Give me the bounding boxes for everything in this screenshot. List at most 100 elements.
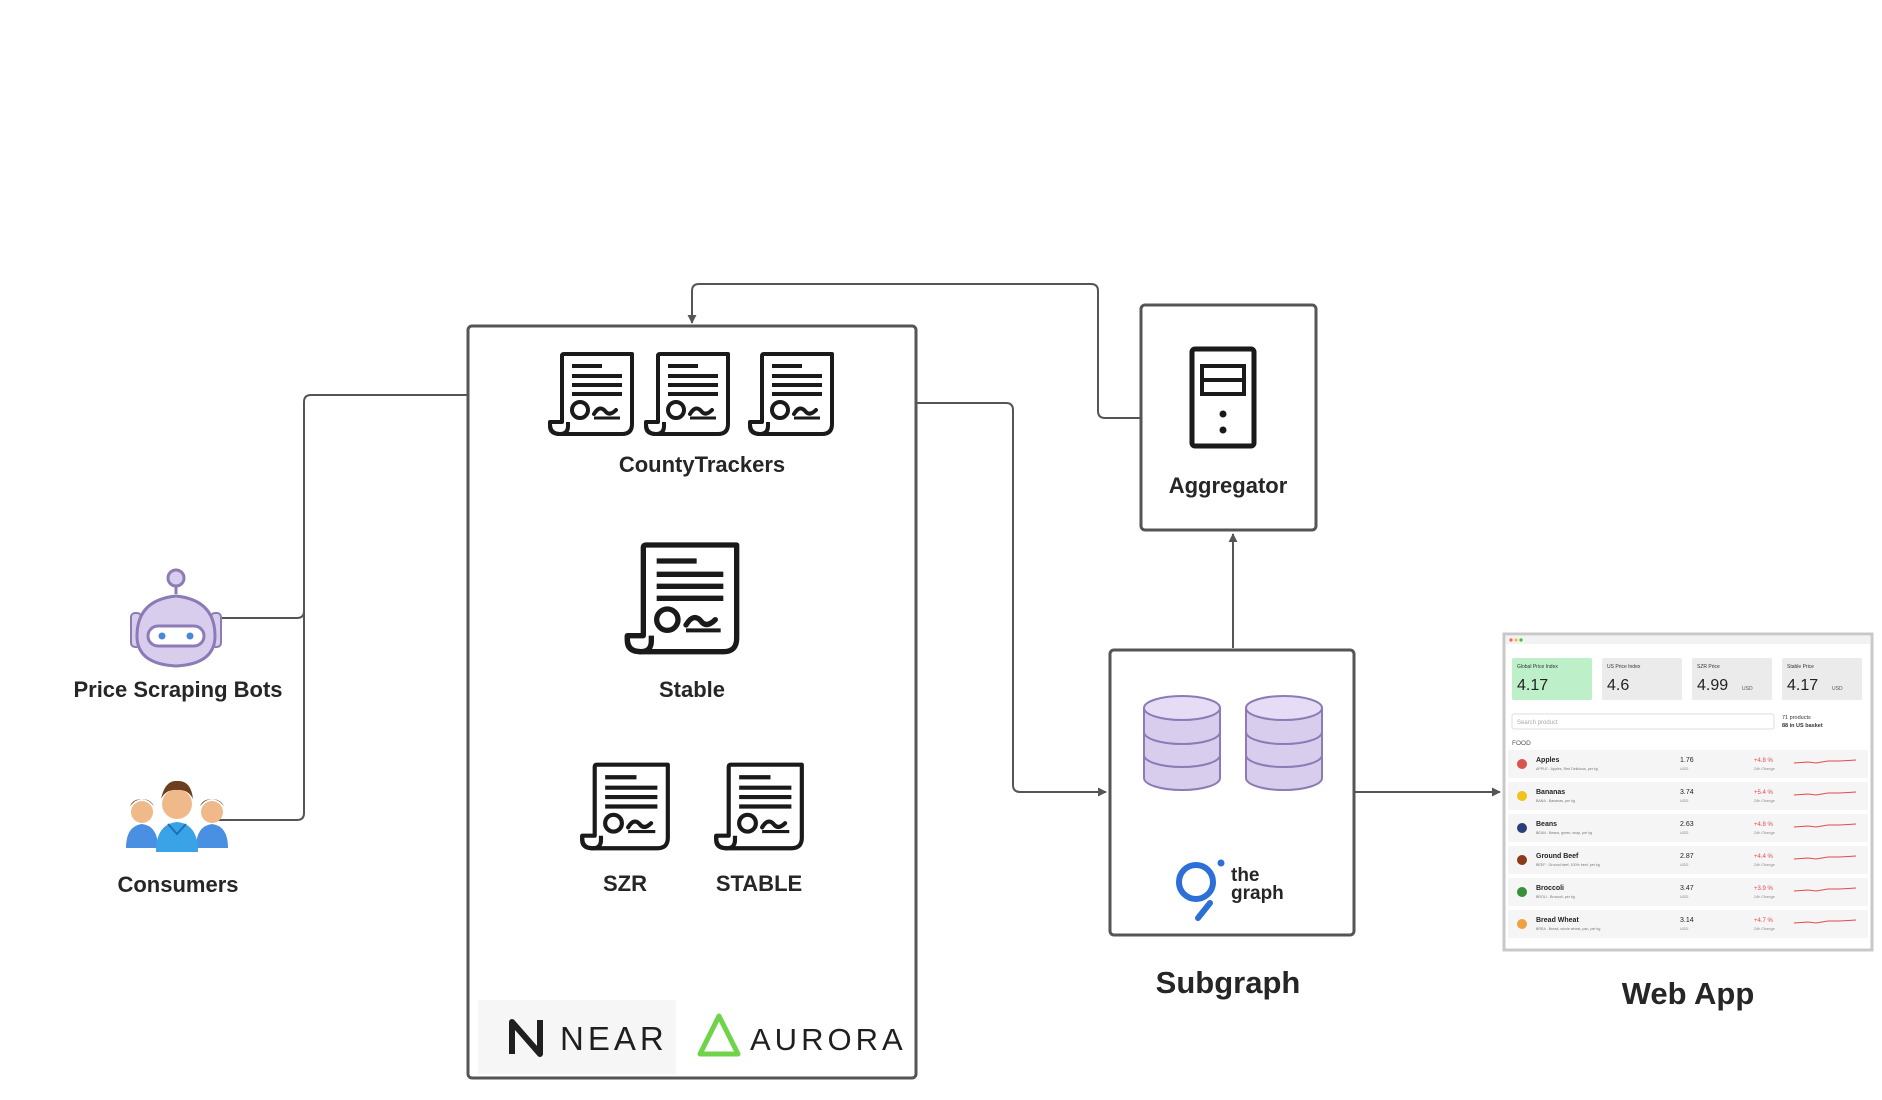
stable-contract-doc-icon: [627, 545, 736, 652]
web-app-row-price: 1.76: [1680, 757, 1694, 764]
line-consumers-to-bus: [213, 600, 305, 821]
subgraph-label: Subgraph: [1156, 965, 1301, 1000]
aurora-logo-icon: [697, 1013, 741, 1057]
web-app-card-value: 4.99: [1697, 677, 1728, 694]
web-app-row-bg: [1508, 814, 1868, 842]
web-app-row-sparkline: [1793, 823, 1857, 828]
web-app-row-sparkline: [1793, 791, 1857, 796]
the-graph-logo-text-1: the: [1231, 865, 1260, 886]
web-app-row-sub: BREA - Bread, whole wheat, pan, per kg: [1536, 927, 1600, 931]
stable-token-doc-icon: [716, 765, 802, 849]
arrow-aggregator-to-contracts: [687, 283, 1141, 419]
web-app-row-sub: BEAN - Beans, green, snap, per kg: [1536, 831, 1592, 835]
web-app-row-unit: USD: [1680, 926, 1689, 931]
arrow-contracts-to-subgraph: [916, 402, 1107, 797]
web-app-row-price: 2.87: [1680, 853, 1694, 860]
web-app-row-name: Beans: [1536, 821, 1557, 828]
database-icon-2: [1245, 695, 1323, 791]
web-app-row-bg: [1508, 878, 1868, 906]
szr-token-doc-icon: [582, 765, 668, 849]
web-app-card-bg: [1602, 658, 1682, 700]
web-app-row-name: Apples: [1536, 757, 1559, 764]
web-app-row-price: 3.14: [1680, 917, 1694, 924]
web-app-row-sparkline: [1793, 759, 1857, 764]
web-app-row-sub: APPLE - Apples, Red Delicious, per kg: [1536, 767, 1598, 771]
bots-label: Price Scraping Bots: [73, 677, 282, 702]
web-app-card: Global Price Index 4.17: [1512, 658, 1592, 700]
stable-label: Stable: [659, 677, 725, 702]
aurora-logo-text: AURORA: [750, 1022, 907, 1057]
web-app-search-input[interactable]: Search product: [1517, 720, 1558, 726]
web-app-row-change: +4.4 %: [1754, 854, 1774, 860]
connectors: [213, 283, 1501, 821]
web-app-summary-1: 71 products: [1782, 715, 1811, 721]
web-app-row-unit: USD: [1680, 798, 1689, 803]
web-app-row-sparkline: [1793, 855, 1857, 860]
web-app-row-sub: BROLI - Broccoli, per kg: [1536, 895, 1575, 899]
web-app-row-unit: USD: [1680, 766, 1689, 771]
web-app-row-change-sub: 24h Change: [1754, 927, 1775, 931]
beans-icon: [1517, 823, 1527, 833]
web-app-card-bg: [1782, 658, 1862, 700]
stable-token-label: STABLE: [716, 871, 802, 896]
web-app-row-bg: [1508, 782, 1868, 810]
web-app-row-change: +4.8 %: [1754, 822, 1774, 828]
web-app-row-change-sub: 24h Change: [1754, 799, 1775, 803]
web-app-card-title: US Price Index: [1607, 664, 1641, 670]
broccoli-icon: [1517, 887, 1527, 897]
aurora-logo-panel: [686, 1000, 908, 1074]
near-logo-text: NEAR: [560, 1020, 668, 1057]
web-app-row-sub: BEEF - Ground beef, 100% beef, per kg: [1536, 863, 1600, 867]
contracts-container: [466, 324, 918, 1080]
the-graph-logo-text-2: graph: [1231, 883, 1284, 904]
county-tracker-doc-icon-2: [644, 352, 730, 436]
web-app-row-price: 3.47: [1680, 885, 1694, 892]
web-app-card-unit: USD: [1832, 686, 1843, 692]
consumers-icon: [126, 780, 228, 852]
web-app-row-sparkline: [1793, 919, 1857, 924]
web-app-row-price: 2.63: [1680, 821, 1694, 828]
web-app-row-change-sub: 24h Change: [1754, 831, 1775, 835]
beef-icon: [1517, 855, 1527, 865]
web-app-row-change-sub: 24h Change: [1754, 863, 1775, 867]
web-app-row-bg: [1508, 750, 1868, 778]
apple-icon: [1517, 759, 1527, 769]
web-app-row-change: +4.8 %: [1754, 758, 1774, 764]
database-icon-1: [1143, 695, 1221, 791]
web-app-row-change: +4.7 %: [1754, 918, 1774, 924]
web-app-row-name: Ground Beef: [1536, 853, 1579, 860]
web-app-summary-2: 88 in US basket: [1782, 723, 1823, 729]
county-tracker-doc-icon-1: [548, 352, 634, 436]
web-app-row-price: 3.74: [1680, 789, 1694, 796]
web-app-row-name: Bread Wheat: [1536, 917, 1579, 924]
web-app-row-unit: USD: [1680, 862, 1689, 867]
web-app-row-name: Bananas: [1536, 789, 1565, 796]
web-app-card-title: Global Price Index: [1517, 664, 1558, 670]
web-app-cards: Global Price Index 4.17 US Price Index 4.6 S…: [1512, 658, 1862, 700]
web-app-card-title: Stable Price: [1787, 664, 1814, 670]
bread-icon: [1517, 919, 1527, 929]
web-app-card-value: 4.17: [1787, 677, 1818, 694]
web-app-card-value: 4.17: [1517, 677, 1548, 694]
county-trackers-label: CountyTrackers: [619, 452, 785, 477]
county-tracker-doc-icon-3: [748, 352, 834, 436]
web-app-card-unit: USD: [1742, 686, 1753, 692]
web-app-label: Web App: [1622, 976, 1755, 1011]
web-app-card-value: 4.6: [1607, 677, 1629, 694]
web-app-row-change-sub: 24h Change: [1754, 767, 1775, 771]
web-app-row-unit: USD: [1680, 894, 1689, 899]
web-app-row-bg: [1508, 910, 1868, 938]
aggregator-label: Aggregator: [1169, 473, 1288, 498]
web-app-card-title: SZR Price: [1697, 664, 1720, 670]
